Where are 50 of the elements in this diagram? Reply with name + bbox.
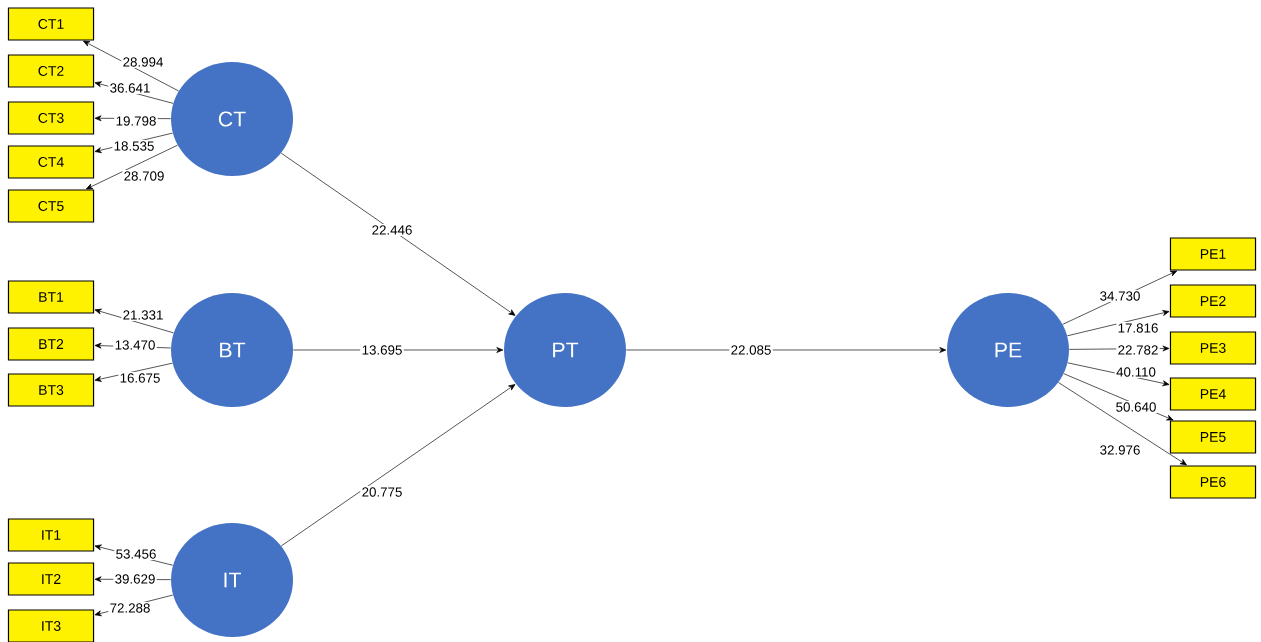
indicator-box: IT1 xyxy=(7,518,95,552)
indicator-box: BT3 xyxy=(7,373,95,407)
indicator-box: CT5 xyxy=(7,189,95,223)
edge-label: 19.798 xyxy=(114,114,158,128)
arrow xyxy=(280,384,516,547)
arrow xyxy=(625,347,947,353)
edge-label: 21.331 xyxy=(121,308,165,322)
indicator-box: CT2 xyxy=(7,54,95,88)
edge-label: 72.288 xyxy=(108,601,152,615)
arrow xyxy=(94,308,174,334)
arrow xyxy=(1063,373,1174,421)
edge-label: 22.085 xyxy=(729,343,773,357)
arrow xyxy=(1067,310,1170,337)
indicator-box: PE2 xyxy=(1169,284,1257,318)
edge-label: 16.675 xyxy=(118,371,162,385)
indicator-box: IT2 xyxy=(7,562,95,596)
edge-label: 13.695 xyxy=(360,343,404,357)
edge-label: 22.782 xyxy=(1116,343,1160,357)
arrow xyxy=(1067,362,1170,387)
edge-label: 53.456 xyxy=(114,547,158,561)
edge-label: 36.641 xyxy=(108,81,152,95)
edge-label: 22.446 xyxy=(370,223,414,237)
indicator-box: CT4 xyxy=(7,145,95,179)
indicator-box: CT1 xyxy=(7,7,95,41)
arrow xyxy=(1058,382,1187,466)
edge-label: 18.535 xyxy=(112,139,156,153)
indicator-box: IT3 xyxy=(7,609,95,642)
edge-label: 32.976 xyxy=(1098,443,1142,457)
indicator-box: BT1 xyxy=(7,280,95,314)
arrow xyxy=(1062,270,1178,325)
edge-label: 34.730 xyxy=(1098,289,1142,303)
arrow xyxy=(83,40,179,92)
edge-label: 20.775 xyxy=(360,485,404,499)
indicator-box: PE1 xyxy=(1169,237,1257,271)
indicator-box: PE4 xyxy=(1169,377,1257,411)
edge-label: 28.994 xyxy=(121,55,165,69)
edge-label: 17.816 xyxy=(1116,321,1160,335)
arrow xyxy=(86,144,178,190)
arrow xyxy=(280,152,516,316)
indicator-box: CT3 xyxy=(7,101,95,135)
indicator-box: PE6 xyxy=(1169,465,1257,499)
arrow xyxy=(94,362,173,382)
edge-label: 13.470 xyxy=(113,338,157,352)
edge-label: 40.110 xyxy=(1114,365,1158,379)
edge-label: 39.629 xyxy=(113,572,157,586)
indicator-box: BT2 xyxy=(7,327,95,361)
edge-label: 28.709 xyxy=(122,169,166,183)
indicator-box: PE3 xyxy=(1169,331,1257,365)
indicator-box: PE5 xyxy=(1169,420,1257,454)
edge-label: 50.640 xyxy=(1114,400,1158,414)
